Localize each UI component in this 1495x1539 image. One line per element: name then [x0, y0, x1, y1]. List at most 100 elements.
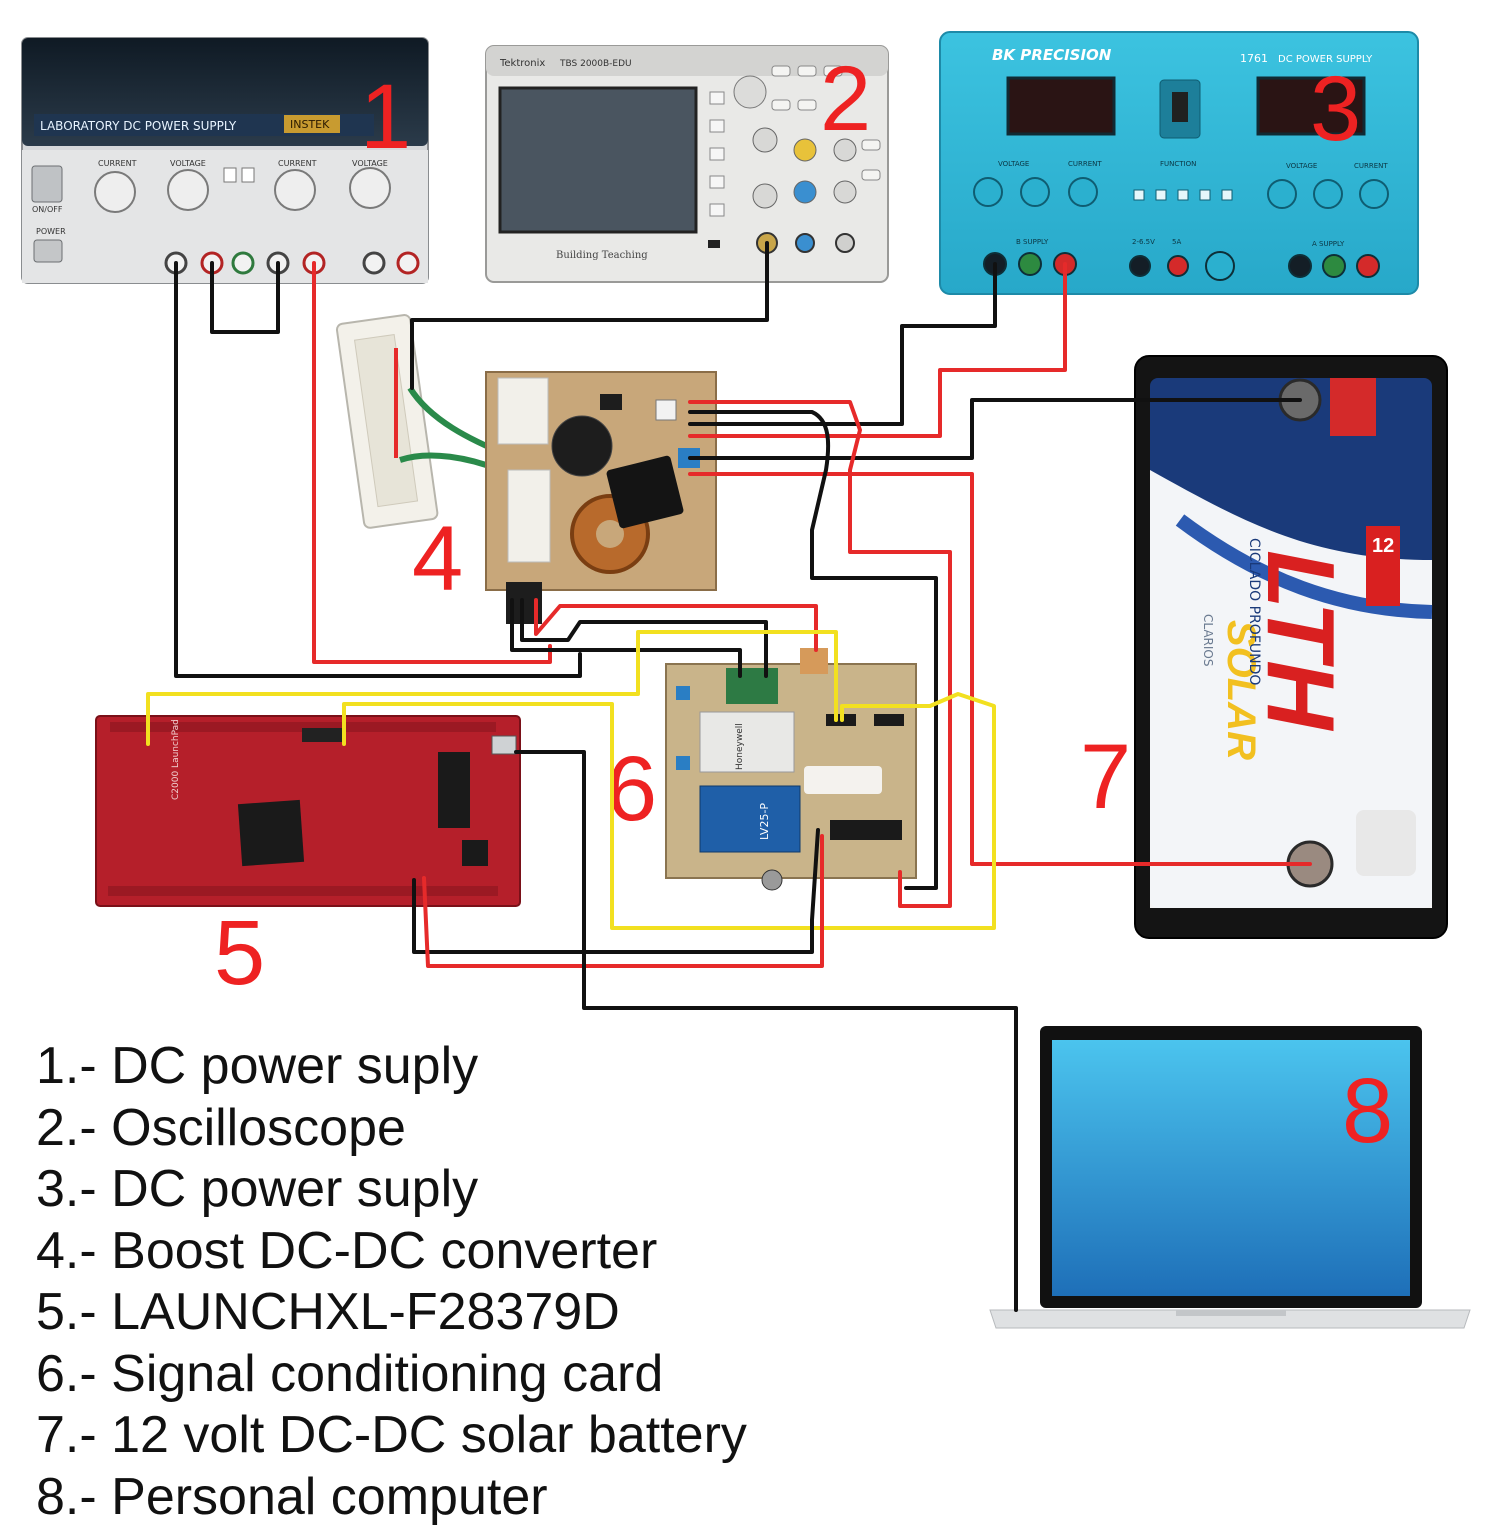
supply3-display-a — [1006, 76, 1116, 136]
knob-label-voltage-2: VOLTAGE — [352, 159, 388, 168]
wire-supply1-jumper — [210, 261, 280, 334]
device-number-3: 3 — [1310, 58, 1361, 160]
wire-supply3-negative — [688, 262, 997, 426]
knob-label-current-2: CURRENT — [278, 159, 317, 168]
legend-item-7: 7.- 12 volt DC-DC solar battery — [36, 1406, 747, 1464]
scope-brand: Tektronix — [499, 58, 545, 69]
device-number-5: 5 — [214, 902, 265, 1004]
supply3-terminal-label-a: A SUPPLY — [1312, 240, 1345, 248]
solar-battery: LTH SOLAR CICLADO PROFUNDO CLARIOS 12 7 — [1080, 355, 1448, 939]
device-legend: 1.- DC power suply 2.- Oscilloscope 3.- … — [36, 1036, 747, 1528]
wire-battery-negative — [688, 398, 1302, 460]
device-number-6: 6 — [606, 738, 657, 840]
toggle-switch[interactable] — [761, 869, 783, 891]
device-number-2: 2 — [820, 48, 871, 150]
card-component-honeywell: Honeywell — [735, 723, 745, 770]
wire-launchpad-black — [412, 828, 820, 954]
honeywell-sensor — [699, 711, 795, 773]
supply3-terminal-label-amps: 5A — [1172, 238, 1181, 246]
battery-maker: CLARIOS — [1201, 614, 1215, 667]
supply1-onoff-label: ON/OFF — [32, 205, 63, 214]
supply3-function-buttons[interactable] — [1133, 189, 1233, 201]
personal-computer: 8 — [989, 1026, 1471, 1329]
scope-bezel-text: Building Teaching — [556, 250, 648, 261]
legend-item-3: 3.- DC power suply — [36, 1160, 479, 1218]
legend-item-4: 4.- Boost DC-DC converter — [36, 1221, 658, 1280]
wire-supply1-negative — [174, 261, 582, 678]
supply3-model: 1761 — [1240, 52, 1268, 65]
boost-converter: 4 — [335, 314, 717, 624]
electrolytic-capacitor — [551, 415, 613, 477]
device-number-8: 8 — [1342, 1060, 1393, 1162]
power-button[interactable] — [33, 239, 63, 263]
scope-screen — [498, 86, 698, 234]
scope-buttons[interactable] — [771, 65, 881, 181]
battery-subtitle: CICLADO PROFUNDO — [1246, 538, 1262, 685]
card-component-lv25p: LV25-P — [758, 803, 771, 840]
battery-product: SOLAR — [1219, 620, 1263, 760]
supply3-label-voltage-b: VOLTAGE — [1286, 162, 1317, 170]
supply3-brand: BK PRECISION — [992, 46, 1112, 64]
wiring — [146, 241, 1312, 1312]
wire-launchpad-red — [422, 834, 824, 968]
supply3-terminal-label-b: B SUPPLY — [1016, 238, 1049, 246]
lv25p-sensor — [699, 785, 801, 853]
voltage-knob-2[interactable] — [349, 167, 391, 209]
wire-supply1-positive — [312, 261, 552, 664]
wire-signal-yellow-1 — [146, 630, 838, 746]
device-number-7: 7 — [1080, 726, 1131, 828]
usb-connector[interactable] — [491, 735, 517, 755]
legend-item-8: 8.- Personal computer — [36, 1467, 548, 1526]
scope-multipurpose-knob[interactable] — [733, 75, 767, 109]
rocker-switch[interactable] — [606, 455, 685, 529]
supply3-panel-text: DC POWER SUPPLY — [1278, 54, 1373, 65]
wire-converter-to-card-black-1 — [688, 410, 938, 890]
dc-power-supply-3: BK PRECISION 1761 DC POWER SUPPLY VOLTAG… — [939, 31, 1419, 295]
legend-item-2: 2.- Oscilloscope — [36, 1098, 406, 1157]
battery-brand: LTH — [1247, 550, 1354, 731]
signal-conditioning-card: Honeywell LV25-P 6 — [606, 648, 917, 891]
supply3-terminals[interactable] — [983, 251, 1380, 281]
knob-label-voltage-1: VOLTAGE — [170, 159, 206, 168]
power-switch[interactable] — [31, 165, 63, 203]
wire-battery-positive — [688, 472, 1312, 866]
mcu-chip — [237, 799, 305, 867]
current-knob-2[interactable] — [274, 169, 316, 211]
device-number-4: 4 — [412, 508, 463, 610]
knob-label-current-1: CURRENT — [98, 159, 137, 168]
wire-signal-yellow-2 — [342, 692, 996, 930]
wire-converter-to-card-red-1 — [688, 400, 952, 908]
launchpad-silkscreen: C2000 LaunchPad — [171, 719, 181, 800]
legend-item-6: 6.- Signal conditioning card — [36, 1344, 664, 1403]
device-number-1: 1 — [360, 66, 411, 168]
battery-badge — [1366, 526, 1400, 606]
oscilloscope: Tektronix TBS 2000B-EDU Building Teachin… — [485, 45, 889, 283]
battery-badge-text: 12 — [1372, 535, 1394, 557]
wire-converter-bottom-red — [534, 598, 818, 652]
scope-model: TBS 2000B-EDU — [559, 59, 632, 69]
supply1-brand: INSTEK — [290, 118, 330, 131]
current-knob-1[interactable] — [94, 171, 136, 213]
supply3-label-voltage-a: VOLTAGE — [998, 160, 1029, 168]
wire-usb-laptop — [514, 750, 1018, 1312]
launchpad-board: C2000 LaunchPad 5 — [95, 715, 521, 1004]
legend-item-1: 1.- DC power suply — [36, 1037, 479, 1095]
supply3-knobs[interactable] — [973, 177, 1389, 209]
supply3-label-current-b: CURRENT — [1354, 162, 1388, 170]
wire-scope-probe — [410, 241, 769, 390]
scope-side-buttons[interactable] — [709, 91, 725, 217]
wire-converter-bottom-black — [510, 598, 742, 678]
supply3-label-function: FUNCTION — [1160, 160, 1196, 168]
usb-port[interactable] — [708, 240, 720, 248]
supply1-power-label: POWER — [36, 227, 66, 236]
supply3-label-current-a: CURRENT — [1068, 160, 1102, 168]
supply3-display-b — [1256, 76, 1366, 136]
scope-control-knobs[interactable] — [752, 127, 857, 209]
voltage-knob-1[interactable] — [167, 169, 209, 211]
legend-item-5: 5.- LAUNCHXL-F28379D — [36, 1283, 620, 1341]
supply1-panel-text: LABORATORY DC POWER SUPPLY — [40, 119, 237, 133]
laptop-screen — [1052, 1040, 1410, 1296]
supply3-terminal-label-fixed: 2-6.5V — [1132, 238, 1155, 246]
dc-power-supply-1: LABORATORY DC POWER SUPPLY INSTEK ON/OFF… — [21, 37, 429, 284]
